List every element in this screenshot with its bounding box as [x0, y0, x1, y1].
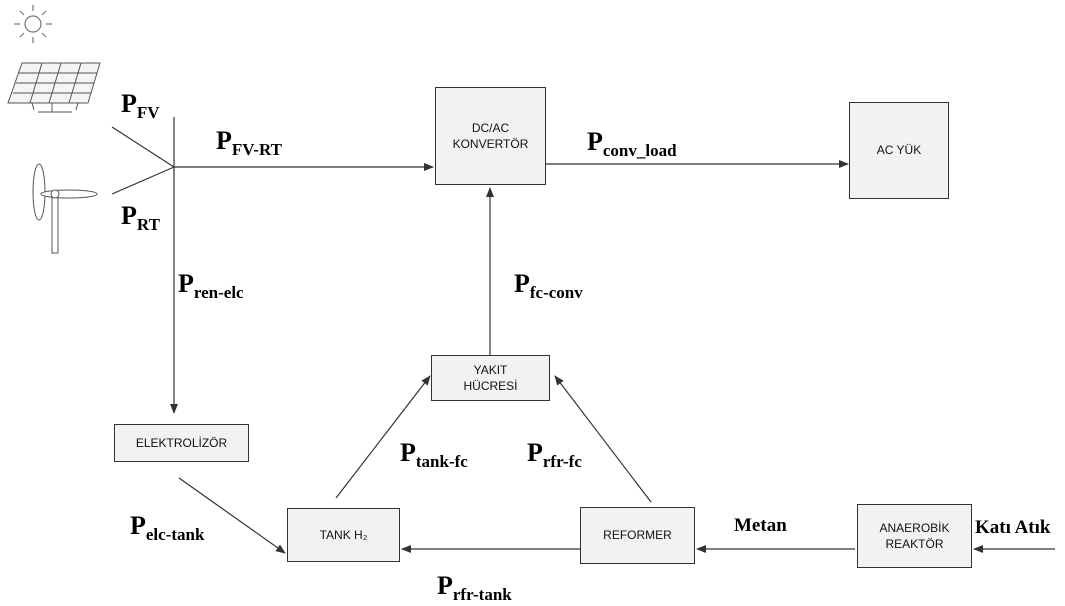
label-p-rfr-tank: Prfr-tank: [437, 571, 512, 604]
label-p-fv: PFV: [121, 89, 160, 122]
label-p-fc-conv: Pfc-conv: [514, 269, 583, 302]
solar-panel-icon: [7, 62, 101, 113]
electrolyzer-box: ELEKTROLİZÖR: [114, 424, 249, 462]
label-p-ren-elc: Pren-elc: [178, 269, 244, 302]
tank-h2-box: TANK H₂: [287, 508, 400, 562]
label-p-rt: PRT: [121, 201, 160, 234]
anaerobic-reactor-box: ANAEROBİK REAKTÖR: [857, 504, 972, 568]
label-p-fv-rt: PFV-RT: [216, 126, 282, 159]
ac-load-box: AC YÜK: [849, 102, 949, 199]
sun-icon: [14, 5, 52, 43]
fuel-cell-box: YAKIT HÜCRESİ: [431, 355, 550, 401]
wind-turbine-icon: [32, 163, 98, 254]
label-p-rfr-fc: Prfr-fc: [527, 438, 582, 471]
label-p-tank-fc: Ptank-fc: [400, 438, 468, 471]
dcac-converter-box: DC/AC KONVERTÖR: [435, 87, 546, 185]
label-p-elc-tank: Pelc-tank: [130, 511, 205, 544]
label-p-conv-load: Pconv_load: [587, 127, 677, 160]
label-kati-atik: Katı Atık: [975, 517, 1051, 538]
reformer-box: REFORMER: [580, 507, 695, 564]
label-metan: Metan: [734, 515, 787, 536]
